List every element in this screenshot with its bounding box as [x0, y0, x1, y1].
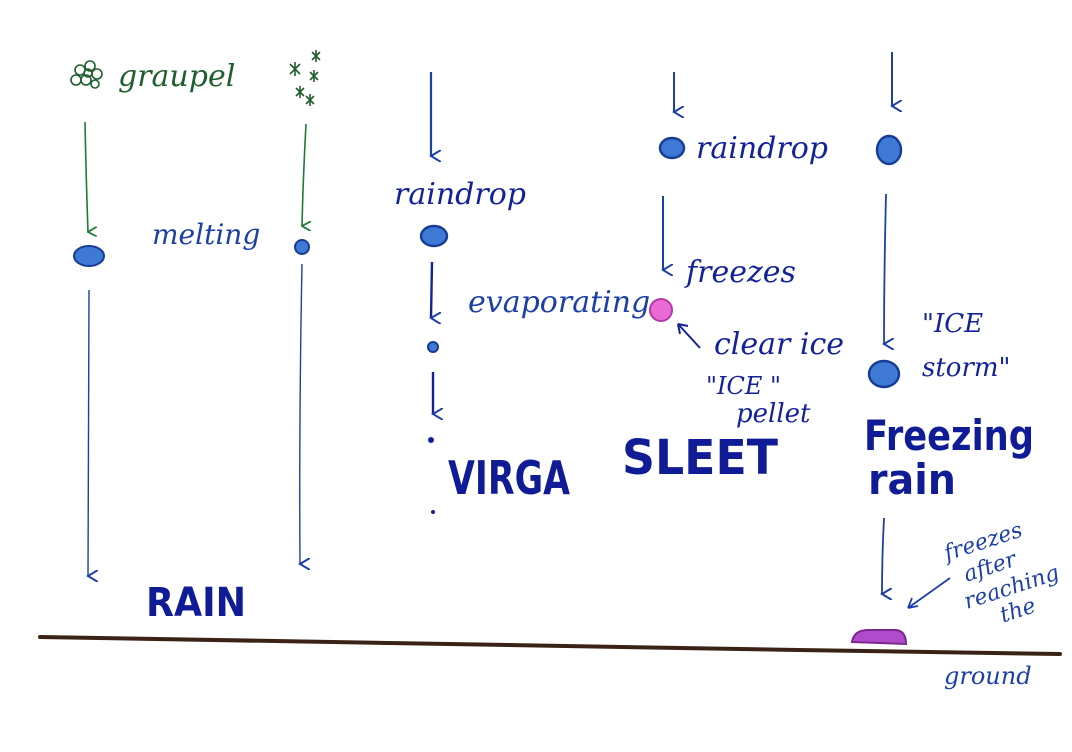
graupel-icon — [70, 60, 103, 89]
melted-drop-2 — [294, 239, 310, 255]
shrinking-drop — [427, 341, 439, 353]
fall-arrow-3 — [302, 123, 306, 226]
virga-column: raindrop evaporating VIRGA — [394, 72, 650, 514]
snowflake-icon — [289, 50, 321, 106]
freezes-label-sleet: freezes — [684, 255, 796, 290]
ice-glaze-layer — [850, 629, 908, 646]
freezing-raindrop-top — [875, 134, 903, 166]
melted-drop-1 — [73, 245, 105, 267]
freezing-rain-column: "ICE storm" Freezing rain freezes after … — [864, 52, 1062, 628]
melting-label: melting — [152, 218, 260, 251]
fall-arrow-4 — [300, 263, 302, 564]
snow-column: melting — [152, 50, 321, 564]
freezes-after-pointer-head — [907, 597, 919, 609]
freezes-after-note: freezes after reaching the — [939, 518, 1062, 628]
supercooled-drop — [867, 359, 901, 389]
fall-arrow-2 — [88, 289, 89, 576]
evaporated-speck — [431, 510, 435, 514]
clear-ice-label: clear ice — [714, 327, 844, 362]
tiny-drop — [428, 437, 434, 443]
clear-ice-pointer — [677, 323, 701, 349]
raindrop-label-sleet: raindrop — [696, 131, 828, 166]
raindrop-label-virga: raindrop — [394, 177, 526, 212]
evaporating-label: evaporating — [468, 285, 650, 320]
virga-title: VIRGA — [448, 451, 570, 505]
clear-ice-pointer-head — [677, 323, 689, 335]
ice-storm-label-line2: storm" — [922, 353, 1011, 383]
ice-pellet-label-line1: "ICE " — [706, 372, 781, 400]
ice-pellet-label-line2: pellet — [736, 399, 811, 429]
ice-storm-label-line1: "ICE — [922, 309, 983, 339]
rain-title: RAIN — [146, 580, 246, 626]
fall-arrow-11 — [884, 193, 886, 344]
graupel-column: graupel — [70, 59, 235, 576]
sleet-title: SLEET — [622, 430, 778, 486]
ground-label: ground — [944, 662, 1032, 690]
fall-arrow-1 — [84, 121, 88, 232]
fall-arrow-6 — [431, 261, 432, 318]
ground-line — [38, 635, 1062, 656]
graupel-label: graupel — [118, 59, 235, 94]
virga-raindrop — [419, 224, 449, 248]
ice-pellet — [649, 298, 673, 322]
sleet-raindrop — [658, 136, 686, 160]
freezes-after-pointer — [907, 577, 951, 609]
sleet-column: raindrop freezes clear ice "ICE " pellet… — [622, 72, 844, 486]
freezing-rain-title-line1: Freezing — [864, 411, 1034, 460]
freezing-rain-title-line2: rain — [868, 455, 956, 504]
fall-arrow-12 — [882, 517, 884, 594]
